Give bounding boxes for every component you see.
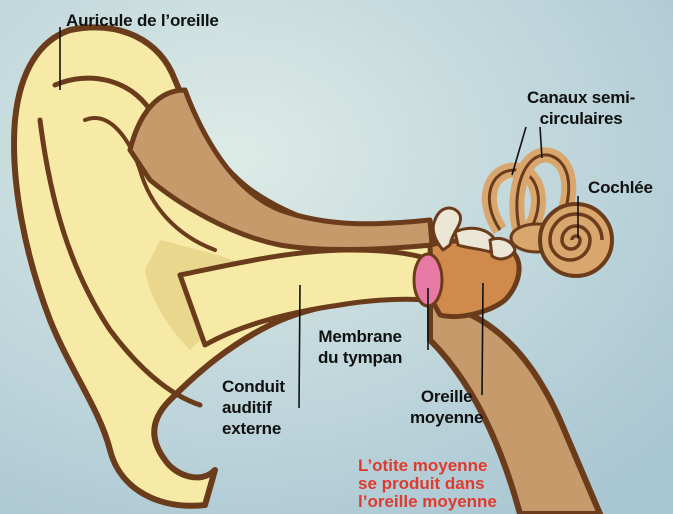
otitis-note-line-1: L’otite moyenne [358, 457, 497, 475]
label-semicircular-canals-line-1: Canaux semi- [527, 87, 635, 108]
label-middle-ear: Oreille moyenne [410, 386, 483, 428]
otitis-note-line-2: se produit dans [358, 475, 497, 493]
otitis-note-line-3: l’oreille moyenne [358, 493, 497, 511]
label-middle-ear-line-2: moyenne [410, 407, 483, 428]
label-eardrum-line-1: Membrane [318, 326, 402, 347]
label-ear-canal-line-1: Conduit [222, 376, 285, 397]
label-cochlea: Cochlée [588, 177, 653, 198]
label-eardrum-line-2: du tympan [318, 347, 402, 368]
cochlea [540, 204, 612, 276]
label-ear-canal-line-2: auditif [222, 397, 285, 418]
label-eardrum: Membrane du tympan [318, 326, 402, 368]
label-semicircular-canals: Canaux semi- circulaires [527, 87, 635, 129]
label-ear-canal-line-3: externe [222, 418, 285, 439]
label-middle-ear-line-1: Oreille [410, 386, 483, 407]
otitis-note: L’otite moyenne se produit dans l’oreill… [358, 457, 497, 511]
label-semicircular-canals-line-2: circulaires [527, 108, 635, 129]
label-auricle: Auricule de l’oreille [66, 10, 219, 31]
label-ear-canal: Conduit auditif externe [222, 376, 285, 439]
